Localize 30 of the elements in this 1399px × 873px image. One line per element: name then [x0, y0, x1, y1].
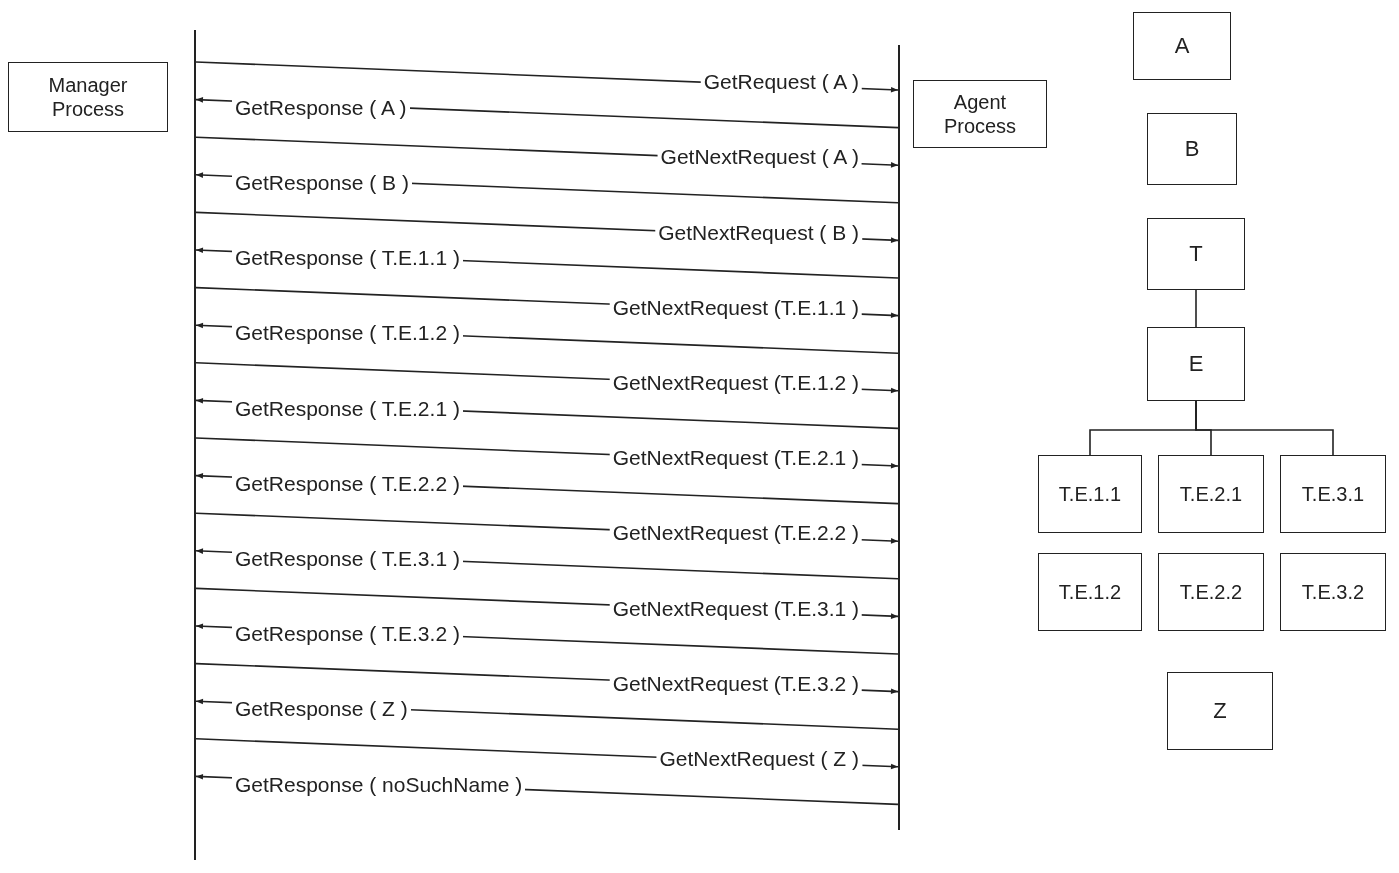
node-label: Z — [1213, 697, 1227, 725]
node-label: T — [1189, 240, 1203, 268]
tree-node-box — [1280, 553, 1386, 631]
process-box — [8, 62, 168, 132]
node-label: Manager Process — [47, 73, 129, 121]
tree-node-box — [1280, 455, 1386, 533]
node-label: T.E.2.2 — [1179, 580, 1243, 604]
node-label: T.E.1.2 — [1058, 580, 1122, 604]
tree-connector — [1195, 400, 1334, 456]
tree-node-box — [1158, 553, 1264, 631]
lifeline — [898, 45, 900, 830]
tree-node-box — [1167, 672, 1273, 750]
node-label: A — [1174, 32, 1190, 60]
node-label: T.E.3.2 — [1301, 580, 1365, 604]
node-label: T.E.1.1 — [1058, 482, 1122, 506]
node-label: T.E.3.1 — [1301, 482, 1365, 506]
node-label: T.E.2.1 — [1179, 482, 1243, 506]
tree-node-box — [1038, 553, 1142, 631]
tree-node-box — [1133, 12, 1231, 80]
tree-node-box — [1147, 113, 1237, 185]
node-label: Agent Process — [942, 90, 1018, 138]
tree-node-box — [1158, 455, 1264, 533]
process-box — [913, 80, 1047, 148]
tree-node-box — [1038, 455, 1142, 533]
tree-connector — [1195, 289, 1197, 328]
tree-node-box — [1147, 218, 1245, 290]
tree-node-box — [1147, 327, 1245, 401]
node-label: B — [1184, 135, 1200, 163]
node-label: E — [1188, 350, 1204, 378]
lifeline — [194, 30, 196, 860]
